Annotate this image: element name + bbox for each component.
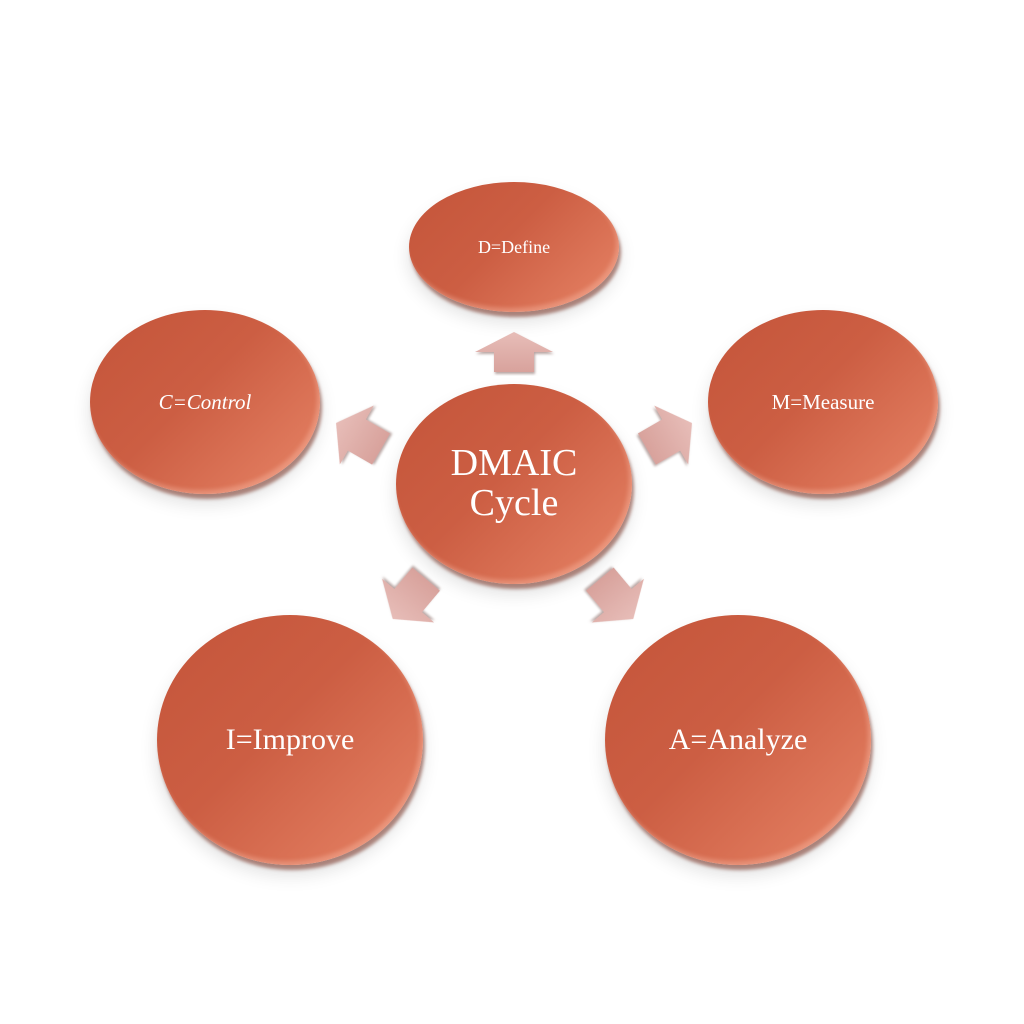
arrow-down-left-icon	[382, 567, 440, 623]
arrow-down-right-icon	[586, 567, 644, 623]
control-label: C=Control	[158, 389, 252, 414]
define-label: D=Define	[477, 236, 551, 257]
arrow-left-icon	[336, 405, 391, 465]
control-node: C=Control	[90, 310, 320, 494]
arrow-up-icon	[475, 332, 553, 372]
analyze-label: A=Analyze	[668, 723, 808, 757]
center-title-line1: DMAIC	[450, 442, 578, 485]
measure-label: M=Measure	[771, 389, 875, 414]
analyze-node: A=Analyze	[605, 615, 871, 865]
measure-node: M=Measure	[708, 310, 938, 494]
improve-node: I=Improve	[157, 615, 423, 865]
center-title-line2: Cycle	[469, 482, 559, 524]
define-node: D=Define	[409, 182, 619, 312]
improve-label: I=Improve	[225, 723, 355, 757]
arrow-right-icon	[637, 405, 692, 465]
